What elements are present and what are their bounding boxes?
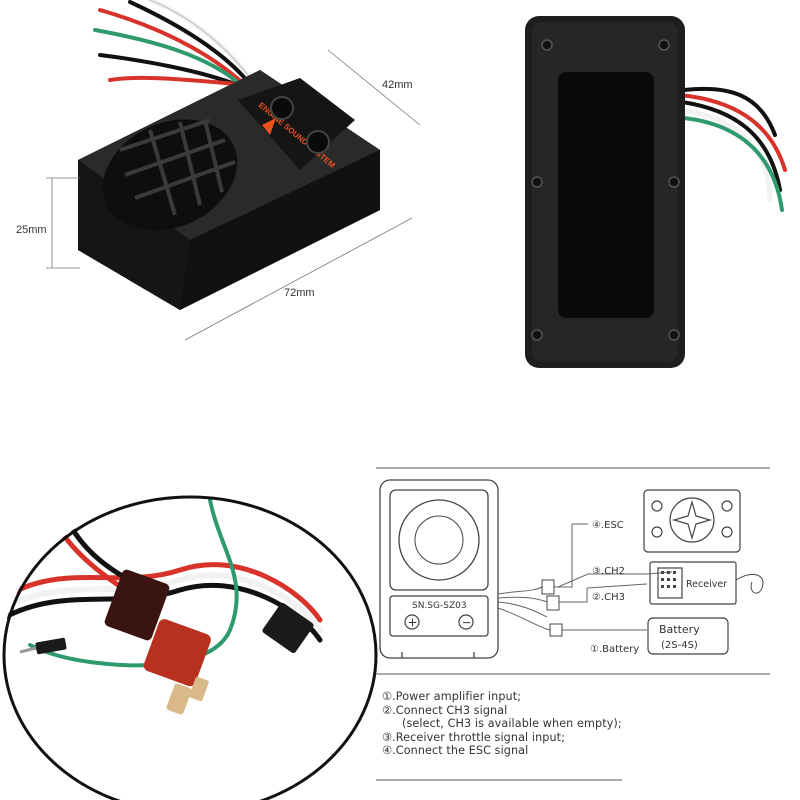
servo-plug (262, 602, 314, 654)
receiver-label: Receiver (686, 579, 727, 590)
legend-item-1: ①.Power amplifier input; (382, 690, 522, 703)
esc-device (643, 489, 741, 553)
connector-detail-photo (0, 480, 380, 800)
battery-box-title: Battery (659, 623, 700, 636)
legend-item-4: ④.Connect the ESC signal (382, 744, 529, 757)
wire-bundle-top (93, 0, 265, 98)
battery-box-subtitle: (2S-4S) (661, 640, 698, 651)
wire-bundle-right (678, 86, 787, 212)
receiver-device (649, 561, 737, 605)
legend-item-2-note: (select, CH3 is available when empty); (402, 717, 622, 730)
module-button-2 (306, 130, 330, 154)
wiring-legend: ①.Power amplifier input; ②.Connect CH3 s… (382, 690, 762, 758)
height-dimension-label: 25mm (16, 224, 47, 236)
product-dimension-photo: ENGINE SOUND SYSTEM 42mm 25mm 72mm (0, 0, 430, 360)
esc-connection-label: ④.ESC (592, 520, 624, 531)
logo-icon (262, 118, 276, 135)
legend-item-3: ③.Receiver throttle signal input; (382, 730, 566, 744)
diagram-module-label: SN.SG-SZ03 (412, 601, 467, 611)
ch2-connection-label: ③.CH2 (592, 566, 625, 577)
module-back-photo (470, 0, 800, 400)
plus-terminal-icon: + (408, 616, 418, 630)
battery-device (647, 617, 729, 655)
module-back-case (525, 16, 685, 368)
width-dimension-label: 42mm (382, 79, 413, 91)
wiring-diagram: SN.SG-SZ03 + − ④.ESC ③.CH2 ②.CH3 (372, 462, 792, 792)
minus-terminal-icon: − (462, 616, 472, 630)
sound-module-box: ENGINE SOUND SYSTEM (78, 70, 380, 310)
module-button-1 (270, 96, 294, 120)
battery-connection-label: ①.Battery (590, 644, 639, 655)
pin-plug (19, 637, 67, 655)
t-plug-connector (104, 569, 211, 715)
ch3-connection-label: ②.CH3 (592, 592, 625, 603)
diagram-sound-module (379, 479, 499, 659)
length-dimension-label: 72mm (284, 287, 315, 299)
legend-item-2: ②.Connect CH3 signal (382, 703, 508, 717)
